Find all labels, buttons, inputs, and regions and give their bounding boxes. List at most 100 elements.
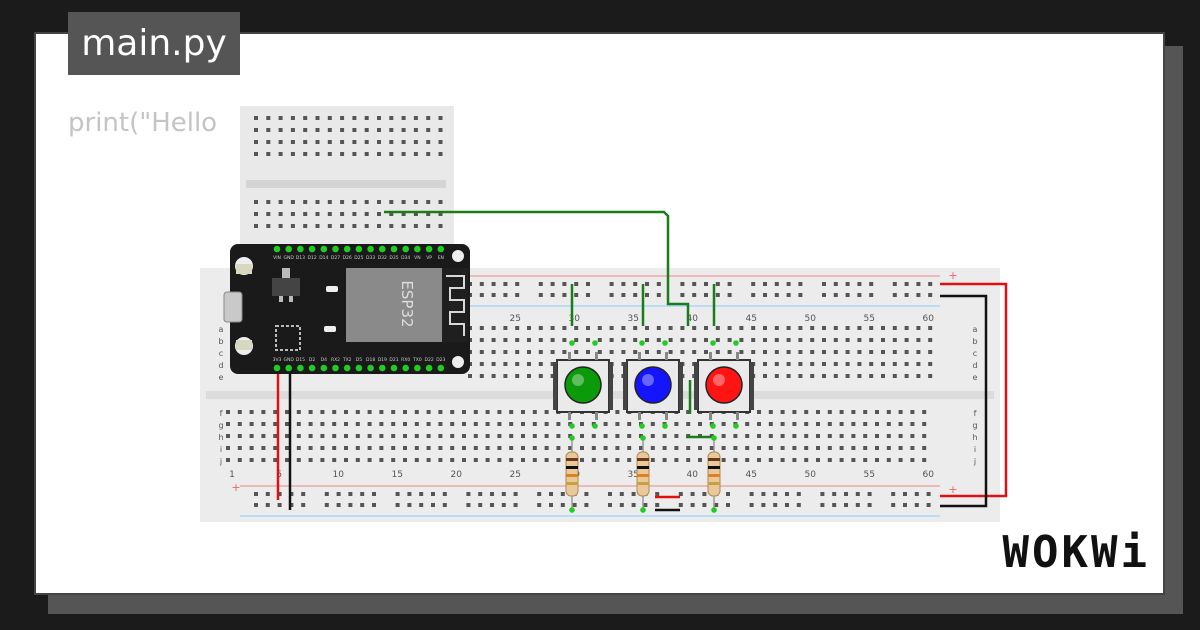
column-label-top: 50 <box>804 314 816 324</box>
pin-dot <box>662 340 668 346</box>
pin-label-bottom: D22 <box>424 357 433 363</box>
half-breadboard-holes-top <box>254 116 443 156</box>
pin-label-bottom: RX2 <box>331 357 340 363</box>
push-button-red <box>694 340 754 429</box>
header-pin-top <box>379 245 386 253</box>
pin-label-top: VP <box>426 255 432 261</box>
row-label-right: e <box>973 373 978 382</box>
pin-label-top: D26 <box>343 255 352 261</box>
header-pin-top <box>273 245 281 253</box>
pin-label-bottom: TX2 <box>342 357 352 363</box>
row-label-left: b <box>218 337 223 346</box>
pin-label-bottom: D19 <box>378 357 387 363</box>
column-label-bottom: 1 <box>229 470 235 480</box>
pin-label-bottom: D18 <box>366 357 375 363</box>
header-pin-bottom <box>297 364 304 372</box>
wokwi-logo: WOKWi <box>1002 527 1150 578</box>
file-tab[interactable]: main.py <box>68 12 240 75</box>
row-label-right: b <box>972 337 977 346</box>
header-pin-top <box>367 245 374 253</box>
code-preview: print("Hello <box>68 108 218 138</box>
terminal-holes-top <box>468 326 933 378</box>
column-label-bottom: 20 <box>450 470 462 480</box>
column-label-bottom: 40 <box>686 470 698 480</box>
pin-label-top: GND <box>284 255 295 261</box>
antenna-trace <box>446 275 465 336</box>
header-pin-bottom <box>390 364 398 372</box>
header-pin-top <box>425 245 433 253</box>
column-label-top: 40 <box>686 314 698 324</box>
push-button-green <box>553 340 613 429</box>
pin-dot <box>711 507 717 513</box>
usb-chip <box>275 325 301 351</box>
header-pin-bottom <box>425 364 433 372</box>
esp32-module <box>346 268 442 342</box>
pin-label-top: D34 <box>401 255 410 261</box>
header-pin-top <box>308 245 316 253</box>
pin-label-bottom: GND <box>284 357 295 363</box>
column-label-top: 25 <box>509 314 520 324</box>
column-label-bottom: 45 <box>745 470 756 480</box>
pin-label-bottom: D5 <box>356 357 362 363</box>
pin-label-bottom: D21 <box>389 357 398 363</box>
pin-dot <box>710 423 716 429</box>
pin-dot <box>569 340 575 346</box>
push-button-blue <box>623 340 683 429</box>
row-label-left: a <box>219 325 224 334</box>
row-label-right: j <box>973 457 976 466</box>
wire-black-rail <box>940 294 988 508</box>
usb-port <box>223 291 243 323</box>
half-breadboard-gap <box>246 180 446 188</box>
rail-plus-label-bottom: + <box>231 481 240 494</box>
pin-label-top: D27 <box>331 255 340 261</box>
row-label-left: h <box>218 433 223 442</box>
pin-label-bottom: RX0 <box>401 357 410 363</box>
header-pin-bottom <box>355 364 363 372</box>
column-label-bottom: 25 <box>509 470 520 480</box>
pin-dot <box>592 423 598 429</box>
rail-plus-label-bottom-right: + <box>948 483 957 496</box>
column-label-top: 35 <box>627 314 638 324</box>
pin-dot <box>662 423 668 429</box>
pin-label-top: D13 <box>296 255 305 261</box>
row-label-right: d <box>972 361 977 370</box>
column-label-bottom: 15 <box>391 470 402 480</box>
boot-button <box>236 264 252 274</box>
pin-dot <box>733 340 739 346</box>
pin-label-bottom: D23 <box>436 357 445 363</box>
header-pin-bottom <box>343 364 351 372</box>
pin-label-top: D33 <box>366 255 375 261</box>
row-label-left: c <box>219 349 223 358</box>
header-pin-top <box>297 245 304 253</box>
rail-plus-label-top: + <box>948 269 957 282</box>
column-label-top: 60 <box>922 314 934 324</box>
resistor-2 <box>636 435 650 513</box>
rail-holes-bottom <box>254 492 931 507</box>
pin-dot <box>569 435 575 441</box>
header-pin-bottom <box>437 364 445 372</box>
header-pin-bottom <box>273 364 281 372</box>
pin-label-bottom: 3V3 <box>273 357 282 363</box>
wire-green-pin <box>384 210 690 326</box>
pin-label-top: D14 <box>319 255 328 261</box>
row-label-right: f <box>974 409 977 418</box>
header-pin-top <box>402 245 410 253</box>
row-label-left: e <box>219 373 224 382</box>
pin-dot <box>639 340 645 346</box>
header-pin-top <box>332 245 339 253</box>
pin-dot <box>639 423 645 429</box>
row-label-right: g <box>972 421 977 430</box>
row-label-right: a <box>973 325 978 334</box>
header-pin-bottom <box>402 364 410 372</box>
header-pin-top <box>343 245 351 253</box>
pin-dot <box>640 435 646 441</box>
header-pin-bottom <box>367 364 374 372</box>
row-label-right: h <box>972 433 977 442</box>
wire-red-rail <box>940 282 1008 498</box>
row-label-left: d <box>218 361 223 370</box>
resistor-1 <box>565 435 579 513</box>
pin-dot <box>640 507 646 513</box>
column-label-bottom: 35 <box>627 470 638 480</box>
pin-dot <box>569 507 575 513</box>
